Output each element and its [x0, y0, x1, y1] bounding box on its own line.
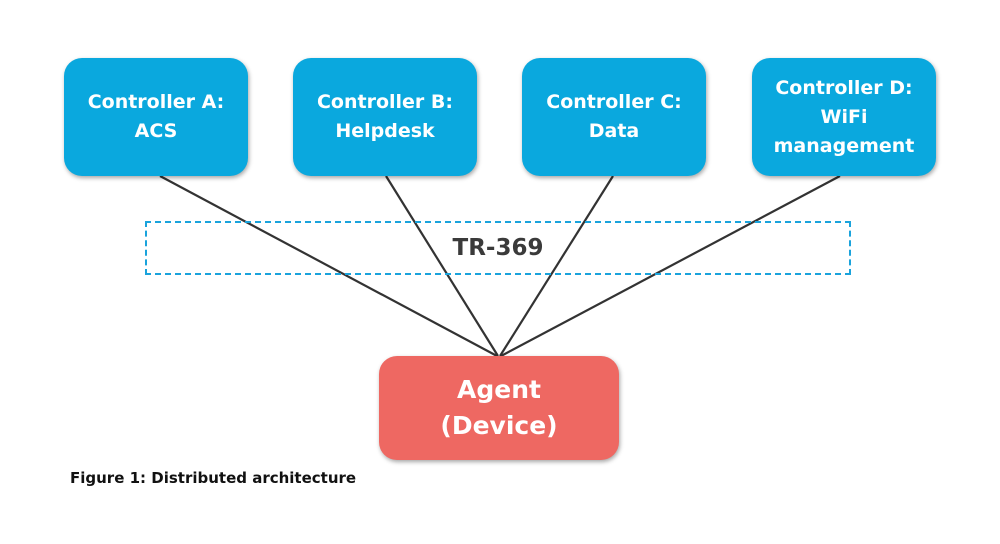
connector-c-to-agent [499, 175, 614, 357]
agent-subtitle: (Device) [440, 411, 558, 440]
controller-d-role-line1: WiFi [820, 105, 868, 128]
agent-title: Agent [457, 375, 541, 404]
controller-b-title: Controller B: [316, 91, 453, 113]
connector-a-to-agent [159, 175, 498, 357]
connector-b-to-agent [385, 175, 499, 357]
controller-d-node: Controller D: WiFi management [752, 58, 936, 176]
controller-a-title: Controller A: [87, 91, 225, 113]
figure-caption: Figure 1: Distributed architecture [70, 469, 357, 487]
controller-c-node: Controller C: Data [522, 58, 706, 176]
controller-b-node: Controller B: Helpdesk [293, 58, 477, 176]
connector-d-to-agent [500, 175, 841, 357]
controller-d-role-line2: management [773, 134, 915, 157]
controller-a-role: ACS [134, 120, 178, 142]
protocol-label: TR-369 [452, 235, 544, 261]
controller-b-role: Helpdesk [335, 120, 435, 142]
protocol-boundary: TR-369 [145, 221, 851, 275]
agent-node: Agent (Device) [379, 356, 619, 460]
controller-d-title: Controller D: [775, 76, 913, 99]
controller-c-title: Controller C: [546, 91, 682, 113]
controller-a-node: Controller A: ACS [64, 58, 248, 176]
controller-c-role: Data [588, 120, 640, 142]
